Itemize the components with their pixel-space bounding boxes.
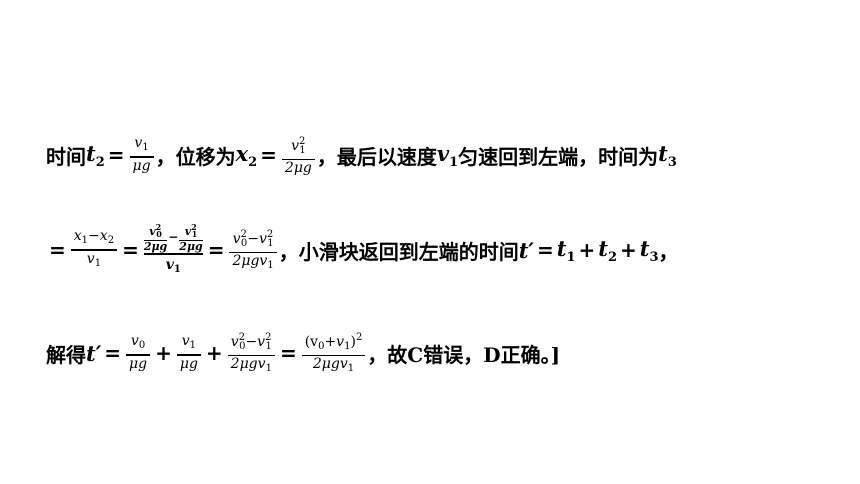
fraction-v1-over-mug: v1 μg [129, 135, 154, 174]
comma: ， [658, 239, 679, 264]
plus-sign: + [620, 238, 637, 262]
var-t2: t2 [598, 235, 618, 265]
var-t3: t3 [658, 140, 677, 170]
fraction-v0sq-minus-v1sq-over-2mugv1: v20−v21 2μgv1 [229, 226, 277, 274]
text-conclusion: ，故C错误，D正确。] [367, 342, 561, 367]
equals-sign: = [207, 238, 225, 262]
plus-sign: + [155, 341, 172, 365]
text-solve: 解得 [46, 342, 86, 367]
fraction-v0sq-minus-v1sq-over-2mugv1: v20−v21 2μgv1 [227, 329, 275, 377]
plus-sign: + [205, 341, 223, 365]
var-t-prime: t′ [518, 237, 534, 263]
var-v1: v1 [436, 140, 459, 170]
text-displacement: ，位移为 [155, 144, 236, 169]
equals-sign: = [107, 143, 125, 167]
text-return-time: ，小滑块返回到左端的时间 [278, 239, 519, 264]
fraction-v1sq-over-2mug: v21 2μg [179, 222, 203, 254]
fraction-v0-over-mug: v0 μg [126, 333, 151, 372]
equals-sign: = [49, 238, 66, 262]
plus-sign: + [578, 238, 596, 262]
line-1: 时间 t2 = v1 μg ，位移为 x2 = v21 2μg ，最后以速度 v… [46, 126, 677, 184]
equals-sign: = [279, 341, 297, 365]
fraction-v1sq-over-2mug: v21 2μg [281, 133, 315, 177]
equals-sign: = [122, 238, 139, 262]
line-3: 解得 t′ = v0 μg + v1 μg + v20−v21 2μgv1 = … [46, 320, 560, 386]
equals-sign: = [104, 341, 122, 365]
var-t3: t3 [639, 235, 659, 265]
text-time: 时间 [46, 144, 86, 169]
fraction-v1-over-mug: v1 μg [176, 333, 201, 372]
var-x2: x2 [235, 140, 258, 170]
var-t2: t2 [86, 140, 105, 170]
text-finally: ，最后以速度 [316, 144, 437, 169]
line-2: = x1−x2 v1 = v20 2μg − v21 2μg [46, 210, 679, 290]
fraction-sum-squared-over-2mugv1: (v0+v1)2 2μgv1 [301, 329, 366, 377]
compound-fraction: v20 2μg − v21 2μg v1 [143, 222, 203, 275]
fraction-v0sq-over-2mug: v20 2μg [143, 222, 168, 254]
var-t-prime: t′ [86, 340, 102, 366]
text-return: 匀速回到左端，时间为 [458, 144, 659, 169]
equals-sign: = [260, 143, 277, 167]
equals-sign: = [536, 238, 554, 262]
var-t1: t1 [556, 235, 576, 265]
fraction-x1-minus-x2-over-v1: x1−x2 v1 [70, 228, 118, 271]
